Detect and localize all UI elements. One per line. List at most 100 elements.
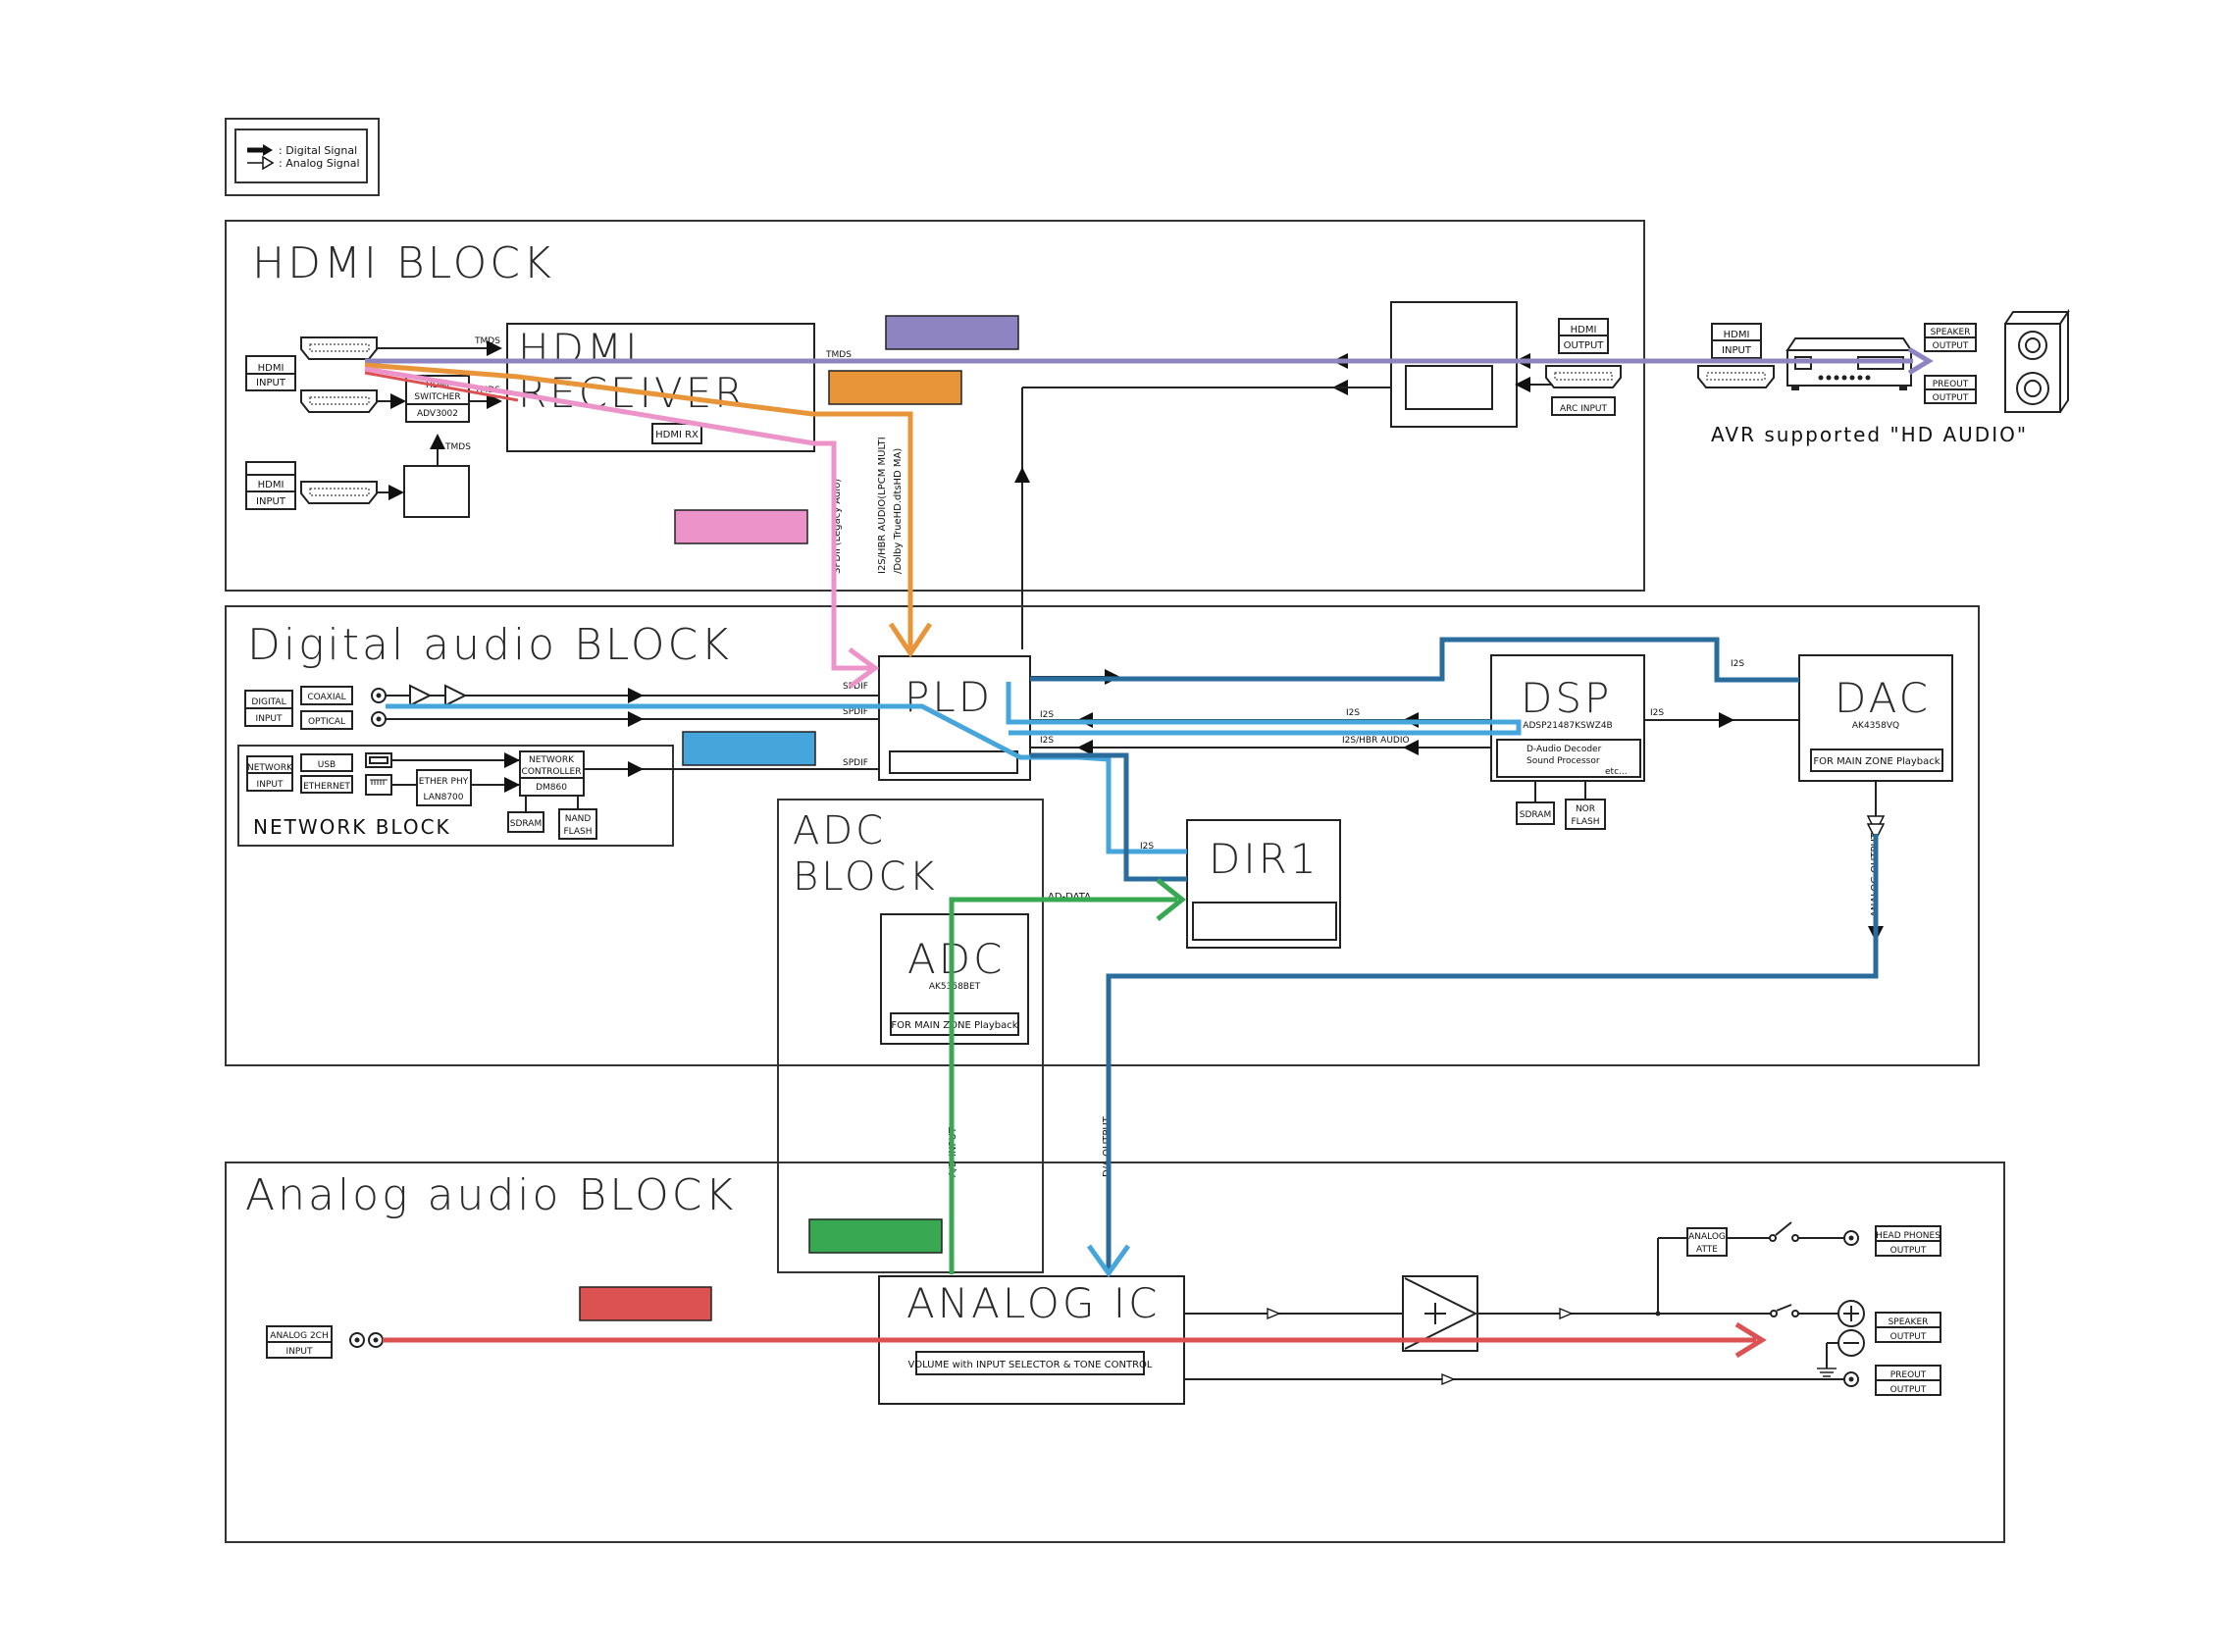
buffer-icon <box>409 684 433 707</box>
svg-text:OUTPUT: OUTPUT <box>1564 340 1605 351</box>
svg-text:SPDIF: SPDIF <box>843 758 868 768</box>
svg-text:FOR MAIN ZONE Playback: FOR MAIN ZONE Playback <box>1813 756 1940 767</box>
svg-text:PREOUT: PREOUT <box>1933 380 1969 389</box>
svg-text:PREOUT: PREOUT <box>1890 1370 1927 1380</box>
svg-text:HDMI RX: HDMI RX <box>655 430 699 440</box>
speaker-icon <box>2004 308 2070 413</box>
svg-text:VOLUME with INPUT SELECTOR & T: VOLUME with INPUT SELECTOR & TONE CONTRO… <box>908 1360 1153 1370</box>
svg-text:SDRAM: SDRAM <box>1520 810 1551 820</box>
hdmi-connector-icon <box>300 336 378 360</box>
svg-text:COAXIAL: COAXIAL <box>307 693 345 702</box>
coaxial-port <box>300 686 353 705</box>
svg-text:OUTPUT: OUTPUT <box>1933 393 1969 403</box>
svg-text:SPDIF: SPDIF <box>843 707 868 717</box>
svg-text:FOR MAIN ZONE Playback: FOR MAIN ZONE Playback <box>891 1020 1017 1031</box>
svg-text:DM860: DM860 <box>536 783 567 793</box>
svg-text:SPEAKER: SPEAKER <box>1931 328 1971 337</box>
analog-audio-block: Analog audio BLOCK ANALOG 2CH INPUT ANAL… <box>225 1162 2005 1543</box>
green-swatch <box>808 1218 943 1254</box>
svg-text:etc...: etc... <box>1605 767 1628 777</box>
svg-text:SDRAM: SDRAM <box>510 819 542 829</box>
svg-text:AK4358VQ: AK4358VQ <box>1852 721 1899 731</box>
network-block <box>237 745 674 847</box>
svg-text:INPUT: INPUT <box>257 780 284 790</box>
svg-text:I2S: I2S <box>1731 659 1744 669</box>
svg-text:BLOCK: BLOCK <box>793 854 938 900</box>
svg-text:HDMI: HDMI <box>1571 325 1597 336</box>
svg-text:Sound Processor: Sound Processor <box>1526 756 1600 766</box>
svg-text:OPTICAL: OPTICAL <box>308 717 345 727</box>
svg-text:D-Audio Decoder: D-Audio Decoder <box>1526 745 1602 754</box>
buffer-icon <box>444 684 468 707</box>
adc-block <box>777 799 1044 1273</box>
svg-text:CONTROLLER: CONTROLLER <box>522 767 582 777</box>
analog-arrow-icon <box>262 155 275 171</box>
legend-digital-label: : Digital Signal <box>279 144 357 157</box>
purple-swatch <box>885 315 1019 350</box>
svg-text:OUTPUT: OUTPUT <box>1890 1246 1927 1256</box>
optical-port <box>300 710 353 730</box>
arc-input <box>1551 396 1616 416</box>
svg-text:ADSP21487KSWZ4B: ADSP21487KSWZ4B <box>1523 721 1612 731</box>
svg-text:I2S: I2S <box>1140 842 1154 852</box>
hdmi-block: HDMI BLOCK HDMI INPUT HDMI INPUT HDMI SW… <box>225 220 2070 649</box>
svg-text:SPEAKER: SPEAKER <box>1889 1317 1929 1327</box>
svg-text:ANALOG: ANALOG <box>1688 1232 1726 1242</box>
nor-flash <box>1565 799 1606 830</box>
switch-icon <box>1775 1221 1792 1236</box>
svg-text:/Dolby TrueHD.dtsHD MA): /Dolby TrueHD.dtsHD MA) <box>893 448 904 574</box>
hdmi-rx-chip <box>651 423 702 444</box>
svg-text:DIR1: DIR1 <box>1209 835 1319 883</box>
svg-text:HEAD PHONES: HEAD PHONES <box>1876 1231 1940 1241</box>
svg-text:ETHERNET: ETHERNET <box>303 782 350 792</box>
svg-text:I2S/HBR AUDIO: I2S/HBR AUDIO <box>1342 736 1410 746</box>
switch-box <box>403 465 470 518</box>
hdmi-block-title: HDMI BLOCK <box>252 238 554 288</box>
svg-text:FLASH: FLASH <box>563 827 592 837</box>
ether-phy <box>416 769 472 806</box>
svg-text:ADC: ADC <box>907 935 1005 983</box>
svg-text:OUTPUT: OUTPUT <box>1890 1385 1927 1395</box>
svg-text:NETWORK: NETWORK <box>247 763 293 773</box>
svg-text:INPUT: INPUT <box>256 496 286 507</box>
svg-text:TMDS: TMDS <box>825 350 852 360</box>
svg-text:NAND: NAND <box>565 814 592 824</box>
svg-text:TMDS: TMDS <box>444 442 471 452</box>
svg-text:INPUT: INPUT <box>286 1347 313 1357</box>
svg-text:NOR: NOR <box>1576 804 1595 814</box>
ethernet-port <box>300 775 353 794</box>
pink-swatch <box>674 509 808 544</box>
svg-text:I2S: I2S <box>1346 708 1360 718</box>
svg-text:I2S: I2S <box>1040 710 1054 720</box>
svg-text:DIGITAL: DIGITAL <box>251 697 285 707</box>
blue-signal-path <box>386 703 1187 854</box>
svg-text:OUTPUT: OUTPUT <box>1933 341 1969 351</box>
svg-text:DAC: DAC <box>1835 674 1931 722</box>
svg-text:ADC: ADC <box>793 808 886 853</box>
orange-swatch <box>828 370 962 405</box>
svg-text:HDMI: HDMI <box>258 363 285 374</box>
svg-text:ARC INPUT: ARC INPUT <box>1560 404 1608 414</box>
red-swatch <box>579 1286 712 1321</box>
hdmi-connector-icon <box>1545 365 1622 388</box>
avr-receiver-icon <box>1785 337 1913 390</box>
blue-swatch <box>682 731 816 766</box>
svg-text:SPDIF: SPDIF <box>843 682 868 692</box>
svg-text:AK5358BET: AK5358BET <box>929 982 981 992</box>
svg-text:INPUT: INPUT <box>1722 345 1752 356</box>
svg-text:INPUT: INPUT <box>256 714 283 724</box>
network-block-title: NETWORK BLOCK <box>253 815 451 839</box>
svg-text:SWITCHER: SWITCHER <box>414 392 460 402</box>
svg-text:ADV3002: ADV3002 <box>417 409 458 419</box>
svg-text:ATTE: ATTE <box>1696 1245 1718 1255</box>
orange-signal-path <box>364 362 913 653</box>
svg-text:INPUT: INPUT <box>256 378 286 388</box>
green-signal-path <box>949 897 1177 1274</box>
ground-icon <box>1817 1368 1837 1377</box>
svg-text:NETWORK: NETWORK <box>529 755 575 765</box>
plus-icon <box>1424 1303 1446 1324</box>
svg-text:PLD: PLD <box>905 673 993 721</box>
switch-icon <box>1776 1304 1792 1312</box>
network-controller <box>519 750 585 797</box>
